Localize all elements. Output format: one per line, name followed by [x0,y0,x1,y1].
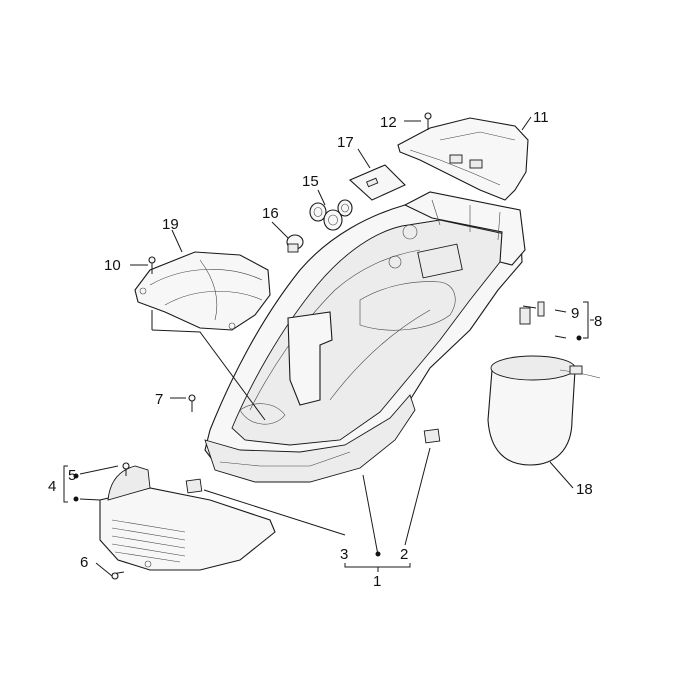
dot-1 [375,551,381,557]
screw-12 [424,112,432,130]
dot-8 [576,335,582,341]
storage-bag [487,355,601,466]
callout-4: 4 [48,478,56,495]
helmet-compartment [204,191,526,483]
front-cover-4 [99,465,276,571]
callout-1: 1 [373,573,381,590]
callout-12: 12 [380,114,397,131]
front-cover-19 [134,251,271,331]
callout-18: 18 [576,481,593,498]
screw-10 [148,256,156,274]
screw-5 [122,462,130,476]
callout-9: 9 [571,305,579,322]
callout-19: 19 [162,216,179,233]
dot-5 [73,473,79,479]
screw-6 [111,571,125,580]
screw-7 [188,394,196,412]
clip-3 [185,478,203,494]
callout-8: 8 [594,313,602,330]
callout-11: 11 [533,109,549,126]
callout-5: 5 [68,467,76,484]
small-lid [348,164,406,201]
clip-9 [519,301,545,325]
push-fastener [286,234,304,253]
callout-17: 17 [337,134,354,151]
callout-16: 16 [262,205,279,222]
rear-cover [397,117,529,201]
callout-7: 7 [155,391,163,408]
callout-15: 15 [302,173,319,190]
callout-10: 10 [104,257,121,274]
callout-2: 2 [400,546,408,563]
callout-3: 3 [340,546,348,563]
callout-6: 6 [80,554,88,571]
dot-4b [73,496,79,502]
clip-2 [423,428,441,444]
grommets [309,199,353,231]
leader-lines [63,116,594,577]
